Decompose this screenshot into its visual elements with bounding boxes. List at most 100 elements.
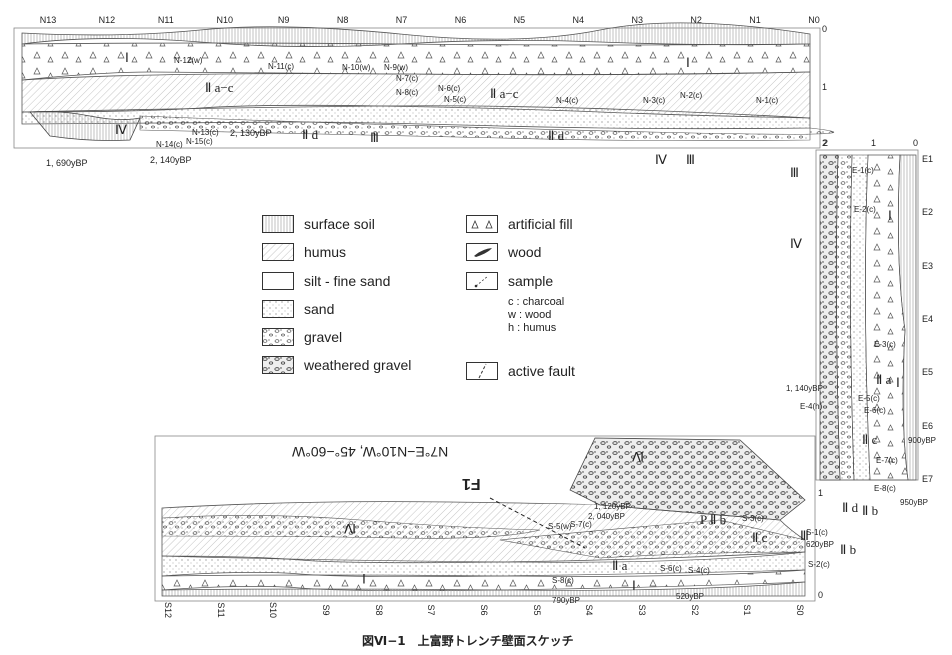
sample-label: N-5(c) (444, 95, 467, 104)
legend-label: gravel (304, 329, 343, 345)
legend-item-silt: silt - fine sand (262, 272, 390, 290)
sample-label: E-3(c) (874, 340, 896, 349)
north-depth-2: 2 (822, 138, 828, 148)
east-tick-label: E1 (922, 154, 934, 164)
sample-label: S-4(c) (688, 566, 710, 575)
sample-label: S-8(c) (552, 576, 574, 585)
south-tick-label: S5 (531, 604, 542, 616)
south-unit-label: Ⅳ (632, 449, 644, 464)
north-unit-label: Ⅱ d (302, 127, 319, 142)
active-fault-icon (466, 362, 498, 380)
sample-label: E-1(c) (852, 166, 874, 175)
sample-label: N-15(c) (186, 137, 213, 146)
sample-label: N-3(c) (643, 96, 666, 105)
south-tick-label: S11 (215, 602, 226, 618)
north-unit-label: Ⅰ (125, 50, 129, 65)
sample-label: E-5(c) (858, 394, 880, 403)
south-tick-label: S4 (584, 604, 595, 616)
south-tick-label: S1 (742, 604, 753, 616)
east-tick-label: E6 (922, 420, 934, 431)
east-tick-label: E5 (922, 367, 934, 378)
legend-item-weathered-gravel: weathered gravel (262, 356, 411, 374)
sample-label: E-2(c) (854, 205, 876, 214)
north-tick-label: N6 (454, 15, 467, 25)
age-label: 620yBP (806, 540, 835, 549)
age-label: 950yBP (900, 498, 929, 507)
surface-soil-swatch (262, 215, 294, 233)
north-unit-label: Ⅲ (370, 130, 379, 145)
figure-caption: 図Ⅵ−1 上富野トレンチ壁面スケッチ (362, 634, 574, 648)
sample-icon (466, 272, 498, 290)
east-unit-label: Ⅲ (790, 165, 799, 180)
north-tick-label: N11 (157, 15, 174, 25)
legend-label: humus (304, 244, 347, 260)
north-tick-label: N5 (513, 15, 526, 25)
age-label: 2, 040yBP (588, 512, 625, 521)
age-label: 2, 130yBP (230, 128, 272, 138)
east-tick-label: E4 (922, 314, 934, 324)
age-label: 520yBP (676, 592, 705, 601)
north-unit-label: Ⅱ d (548, 128, 565, 143)
sample-label: N-13(c) (192, 128, 219, 137)
south-depth: 0 (818, 590, 824, 600)
sample-label: S-1(c) (806, 528, 828, 537)
south-unit-label: P Ⅱ b (700, 512, 727, 527)
sample-label: S-6(c) (660, 564, 682, 573)
legend-label: weathered gravel (304, 357, 412, 373)
east-unit-label: Ⅰ (896, 375, 900, 390)
north-tick-label: N1 (749, 15, 761, 25)
legend-item-sample: sample (466, 272, 553, 290)
sample-label: N-7(c) (396, 74, 419, 83)
south-tick-label: S9 (321, 604, 331, 616)
south-tick-label: S10 (268, 601, 279, 619)
legend-item-surface-soil: surface soil (262, 215, 375, 233)
legend-label: sand (304, 301, 335, 317)
south-unit-label: Ⅱ a (612, 558, 628, 573)
sample-label: N-10(w) (342, 63, 371, 72)
north-tick-label: N13 (39, 15, 57, 25)
sample-label: E-4(h) (800, 402, 823, 411)
legend-item-sand: sand (262, 300, 334, 318)
east-unit-label: Ⅱ c (862, 432, 878, 447)
south-tick-label: S6 (479, 604, 489, 616)
north-unit-label: Ⅳ (655, 152, 667, 167)
east-unit-label: Ⅱ d (842, 500, 859, 515)
north-tick-label: N0 (808, 15, 820, 25)
silt-swatch (262, 272, 294, 290)
sample-label: N-2(c) (680, 91, 703, 100)
south-tick-label: S12 (163, 601, 173, 619)
sample-label: S-5(w) (548, 522, 572, 531)
sample-label: S-2(c) (808, 560, 830, 569)
legend-item-humus: humus (262, 243, 346, 261)
sample-label: N-4(c) (556, 96, 579, 105)
south-unit-label: Ⅱ c (752, 530, 768, 545)
age-label: 1, 120yBP (594, 502, 631, 511)
sample-label: N-1(c) (756, 96, 779, 105)
south-tick-label: S3 (637, 604, 647, 616)
north-tick-label: N10 (216, 15, 234, 25)
fault-label: F1 (462, 475, 481, 492)
south-unit-label: Ⅰ (632, 578, 636, 593)
sample-label: E-7(c) (876, 456, 898, 465)
east-unit-label: Ⅰ (888, 208, 892, 223)
east-depth: 2 (823, 138, 829, 148)
north-unit-label: Ⅱ a−c (490, 86, 519, 101)
north-unit-label: Ⅱ a−c (205, 80, 234, 95)
east-depth: 1 (871, 138, 877, 148)
north-tick-label: N7 (395, 15, 408, 25)
north-tick-label: N12 (98, 15, 116, 25)
legend-item-gravel: gravel (262, 328, 342, 346)
south-unit-label: Ⅳ (344, 521, 356, 536)
sample-label: N-12(w) (174, 56, 203, 65)
east-tick-label: E2 (922, 207, 934, 218)
legend-label: silt - fine sand (304, 273, 391, 289)
sample-label: S-7(c) (570, 520, 592, 529)
legend-label: wood (508, 244, 542, 260)
sample-label: N-11(c) (268, 62, 295, 71)
artificial-fill-swatch (466, 215, 498, 233)
north-tick-label: N2 (690, 15, 702, 25)
sample-label: E-6(c) (864, 406, 886, 415)
south-unit-label: Ⅲ (800, 528, 809, 543)
